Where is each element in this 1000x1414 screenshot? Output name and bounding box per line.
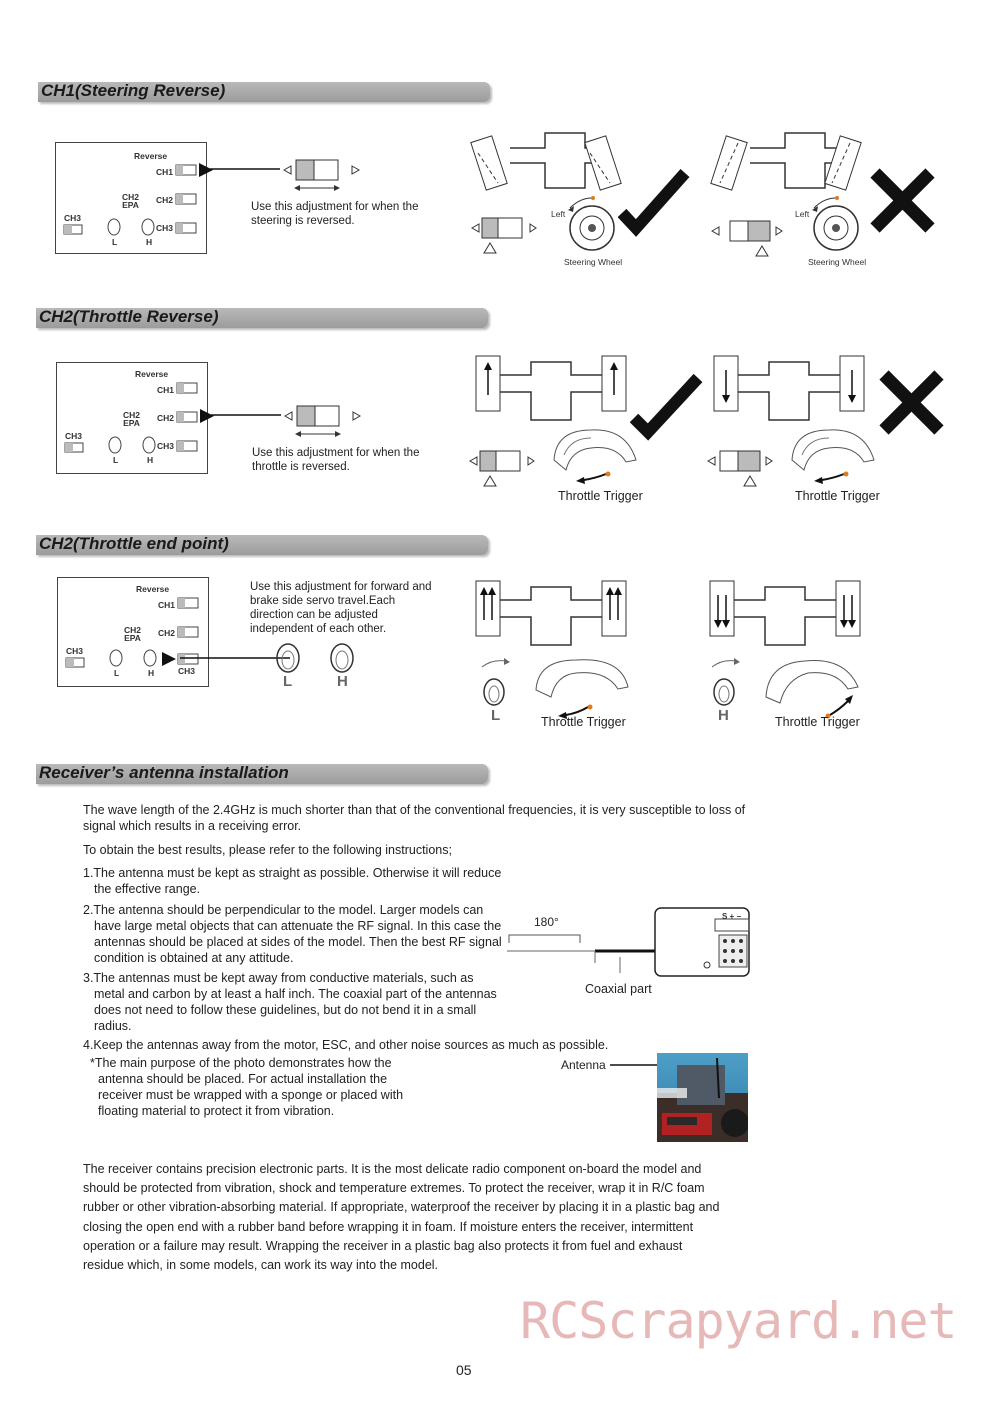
- section-title-ch1: CH1(Steering Reverse): [38, 81, 490, 102]
- receiver-antenna-diagram: [507, 907, 750, 977]
- watermark: RCScrapyard.net: [520, 1292, 958, 1350]
- angle-label: 180°: [534, 915, 559, 929]
- antenna-note: *The main purpose of the photo demonstra…: [90, 1056, 404, 1118]
- steering-wrong-diagram: [710, 132, 935, 257]
- antenna-item-2: 2.The antenna should be perpendicular to…: [83, 903, 502, 965]
- panel-switches-graphic: [65, 597, 199, 668]
- antenna-item-3: 3.The antennas must be kept away from co…: [83, 971, 497, 1033]
- section-title-ch2-reverse: CH2(Throttle Reverse): [36, 307, 488, 328]
- endpoint-brake-diagram: [709, 580, 861, 719]
- switch-enlarged-ch2-reverse: [283, 405, 362, 437]
- antenna-item-4: 4.Keep the antennas away from the motor,…: [83, 1038, 609, 1052]
- throttle-correct-diagram: [468, 355, 703, 487]
- antenna-photo: [657, 1053, 748, 1142]
- epa-knobs-enlarged: [276, 643, 354, 673]
- switch-panel-ch2-endpoint: Reverse CH1 CH2 EPA CH2 CH3 CH3 L H: [57, 577, 209, 687]
- antenna-outro: The receiver contains precision electron…: [83, 1162, 720, 1273]
- caption-ch2-reverse: Use this adjustment for when the throttl…: [252, 447, 420, 473]
- switch-panel-ch1: Reverse CH1 CH2 EPA CH2 CH3 CH3 L H: [55, 142, 213, 254]
- section-title-antenna: Receiver’s antenna installation: [36, 763, 488, 784]
- caption-ch2-endpoint: Use this adjustment for forward and brak…: [250, 581, 432, 635]
- pointer-line-ch2-endpoint: [180, 657, 290, 659]
- caption-ch1: Use this adjustment for when the steerin…: [251, 201, 419, 227]
- steering-correct-diagram: [470, 132, 690, 254]
- antenna-photo-graphic: [657, 1057, 748, 1142]
- coaxial-label: Coaxial part: [585, 982, 652, 996]
- panel-switches-graphic: [64, 382, 214, 454]
- switch-panel-ch2-reverse: Reverse CH1 CH2 EPA CH2 CH3 CH3 L H: [56, 362, 214, 474]
- page-number: 05: [456, 1362, 472, 1378]
- pointer-line-ch2-reverse: [211, 414, 281, 416]
- section-title-ch2-endpoint: CH2(Throttle end point): [36, 534, 488, 555]
- pointer-line-ch1: [210, 168, 280, 170]
- throttle-wrong-diagram: [706, 355, 944, 487]
- switch-enlarged-ch1: [282, 159, 361, 191]
- antenna-label: Antenna: [561, 1058, 606, 1072]
- panel-switches-graphic: [63, 163, 213, 236]
- endpoint-forward-diagram: [475, 580, 629, 719]
- antenna-intro-1: The wave length of the 2.4GHz is much sh…: [83, 803, 746, 833]
- antenna-item-1: 1.The antenna must be kept as straight a…: [83, 866, 502, 896]
- antenna-intro-2: To obtain the best results, please refer…: [83, 843, 452, 857]
